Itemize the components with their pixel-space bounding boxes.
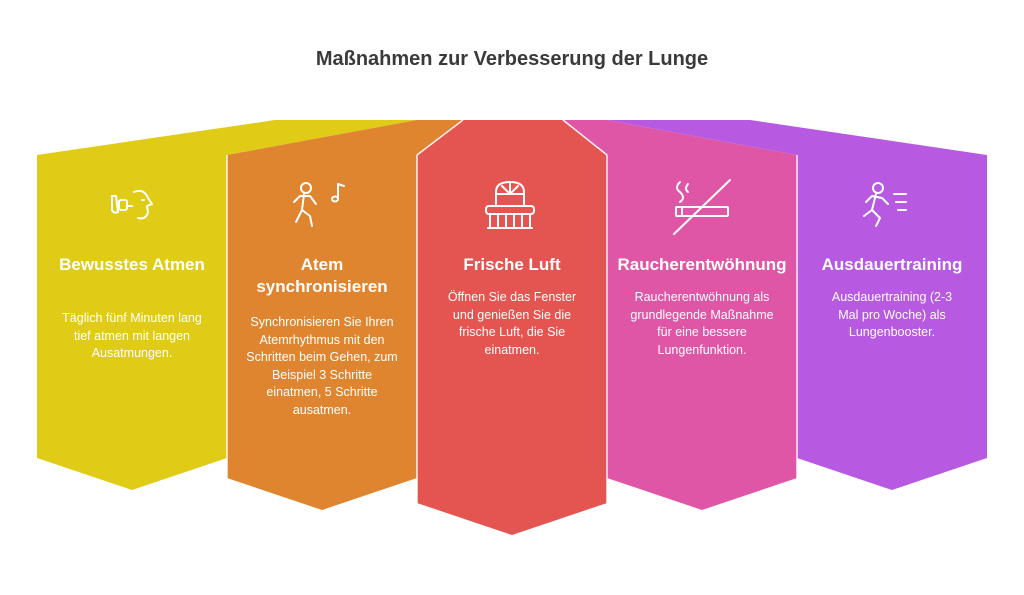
- panel-1-heading: Bewusstes Atmen: [59, 255, 205, 274]
- panel-5-description: Ausdauertraining (2-3 Mal pro Woche) als…: [831, 290, 953, 339]
- panel-2-description: Synchronisieren Sie Ihren Atemrhythmus m…: [246, 315, 398, 417]
- panel-3-description: Öffnen Sie das Fenster und genießen Sie …: [447, 290, 577, 357]
- no-smoking-icon: [673, 179, 731, 235]
- page-title: Maßnahmen zur Verbesserung der Lunge: [315, 48, 709, 70]
- running-person-icon: [863, 182, 907, 227]
- panel-4-heading: Raucherentwöhnung: [617, 255, 787, 274]
- panel-3-heading: Frische Luft: [463, 255, 561, 274]
- panel-2-top: [227, 120, 463, 155]
- lung-breathing-icon: [111, 189, 153, 220]
- panel-5-heading: Ausdauertraining: [821, 255, 963, 274]
- panel-4-top: [563, 120, 797, 155]
- panel-2-body: [227, 155, 417, 510]
- panel-3-body: [417, 120, 607, 535]
- panel-1-description: Täglich fünf Minuten lang tief atmen mit…: [62, 311, 202, 360]
- panel-5-top: [607, 120, 987, 155]
- panel-1-body: [37, 155, 227, 490]
- panel-2-heading: Atem synchronisieren: [256, 255, 388, 296]
- panel-5-body: [797, 155, 987, 490]
- panel-4-body: [607, 155, 797, 510]
- panel-4-description: Raucherentwöhnung als grundlegende Maßna…: [630, 290, 774, 357]
- panel-1-top: [37, 120, 417, 155]
- window-balcony-icon: [485, 181, 535, 229]
- walking-music-icon: [293, 182, 345, 227]
